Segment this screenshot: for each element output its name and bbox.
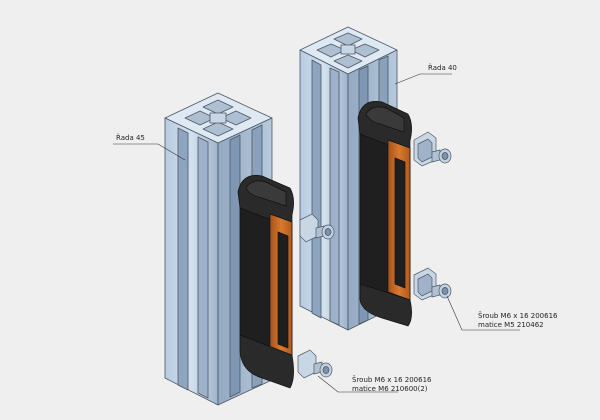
screw-set-right-lower xyxy=(413,267,452,301)
callout-rada45: Řada 45 xyxy=(116,134,145,142)
callout-rada40: Řada 40 xyxy=(428,64,457,72)
handle-right xyxy=(357,101,412,327)
leader-rada40 xyxy=(394,73,452,85)
screw-set-right-upper xyxy=(413,131,452,167)
profile-40-top-slot xyxy=(333,32,363,47)
leader-screw-right xyxy=(446,295,520,331)
leader-screw-bottom xyxy=(317,375,398,393)
callout-screw-right-line1: Šroub M6 x 16 200616 xyxy=(478,312,558,320)
callout-screw-bottom-line2: matice M6 210600(2) xyxy=(352,385,428,393)
screw-set-left-middle xyxy=(299,213,335,243)
callout-screw-right-line2: matice M5 210462 xyxy=(478,321,544,329)
handle-left xyxy=(237,175,294,389)
leader-lines xyxy=(113,73,520,393)
callout-screw-right: Šroub M6 x 16 200616 matice M5 210462 xyxy=(478,312,558,330)
callout-screw-bottom-line1: Šroub M6 x 16 200616 xyxy=(352,376,432,384)
callout-screw-bottom: Šroub M6 x 16 200616 matice M6 210600(2) xyxy=(352,376,432,394)
profile-45-left-face xyxy=(164,117,219,406)
profile-40-left-face xyxy=(299,49,349,331)
leader-rada45 xyxy=(113,143,186,161)
handle-left-bottom-cap xyxy=(239,334,294,389)
screw-set-bottom xyxy=(297,349,333,379)
profile-45-top-slot xyxy=(202,99,234,115)
handle-right-bottom-cap xyxy=(359,283,412,327)
